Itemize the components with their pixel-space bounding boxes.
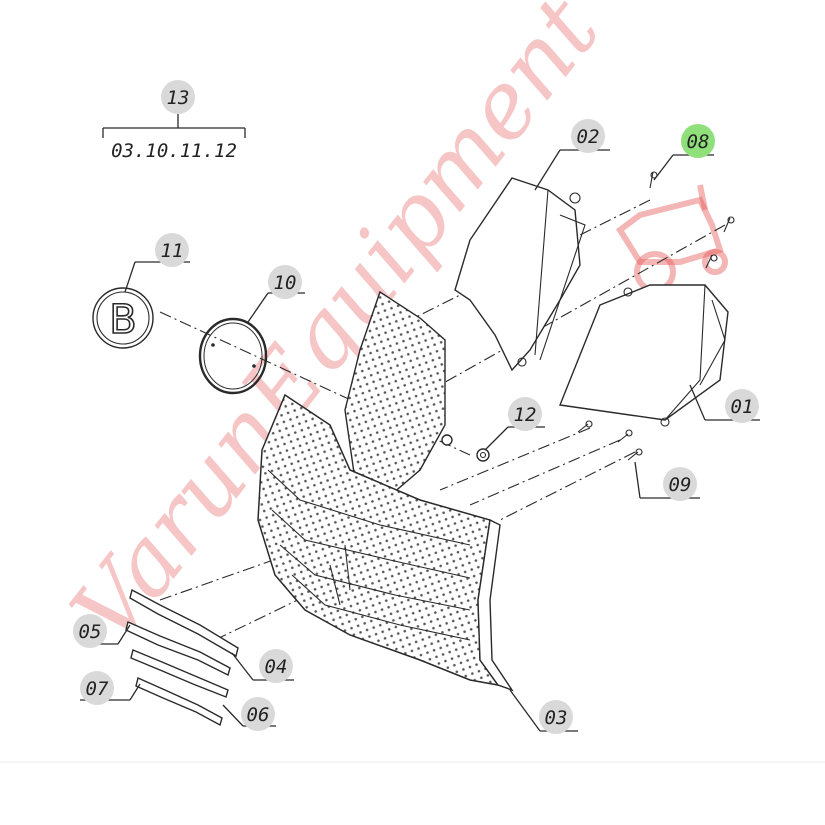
part-02-frame [454,177,586,372]
callout-bubble [663,467,697,501]
callout-13: 13 [161,80,195,114]
callout-bubble [80,671,114,705]
callout-bubble [259,649,293,683]
callout-label: 04 [265,656,288,678]
emblem-letter: B [109,297,136,343]
callout-bubble [241,697,275,731]
part-05-strip [125,621,231,677]
bolts-09 [577,420,643,461]
callout-label: 05 [79,621,102,643]
callout-03: 03 [539,700,573,734]
callout-label: 13 [167,87,190,109]
callout-label: 09 [669,474,692,496]
part-04-strip [129,588,239,658]
tractor-watermark-icon [615,184,728,293]
callout-label: 08 [687,131,710,153]
part-01-side-panel [559,284,729,427]
callout-label: 12 [514,404,537,426]
part-10-gasket [198,317,268,395]
callout-11: 11 [155,233,189,267]
part-11-emblem: B [92,287,154,349]
callouts: 01 02 03 04 05 06 07 08 09 10 11 12 13 [73,80,759,734]
callout-label: 11 [161,240,184,262]
callout-label: 07 [86,678,109,700]
callout-04: 04 [259,649,293,683]
callout-10: 10 [268,265,302,299]
callout-bubble [73,614,107,648]
kit-note-text: 03.10.11.12 [111,140,237,162]
part-03-front-grille [257,393,514,692]
callout-09: 09 [663,467,697,501]
callout-bubble [539,700,573,734]
callout-label: 06 [247,704,270,726]
trim-strips [125,588,239,727]
callout-label: 03 [545,707,568,729]
part-06-strip [130,649,229,698]
callout-label: 02 [577,126,600,148]
callout-label: 10 [274,272,297,294]
callout-bubble [155,233,189,267]
part-back-grille [344,290,446,501]
callout-06: 06 [241,697,275,731]
callout-label: 01 [731,396,754,418]
kit-note-13: 03.10.11.12 [102,108,246,162]
callout-bubble [681,124,715,158]
callout-05: 05 [73,614,107,648]
callout-bubble [571,119,605,153]
callout-01: 01 [725,389,759,423]
callout-bubble [161,80,195,114]
callout-bubble [508,397,542,431]
callout-07: 07 [80,671,114,705]
callout-bubble [725,389,759,423]
part-12-nut [441,434,490,462]
callout-12: 12 [508,397,542,431]
part-07-strip [135,677,223,727]
callout-bubble [268,265,302,299]
callout-02: 02 [571,119,605,153]
callout-08: 08 [681,124,715,158]
